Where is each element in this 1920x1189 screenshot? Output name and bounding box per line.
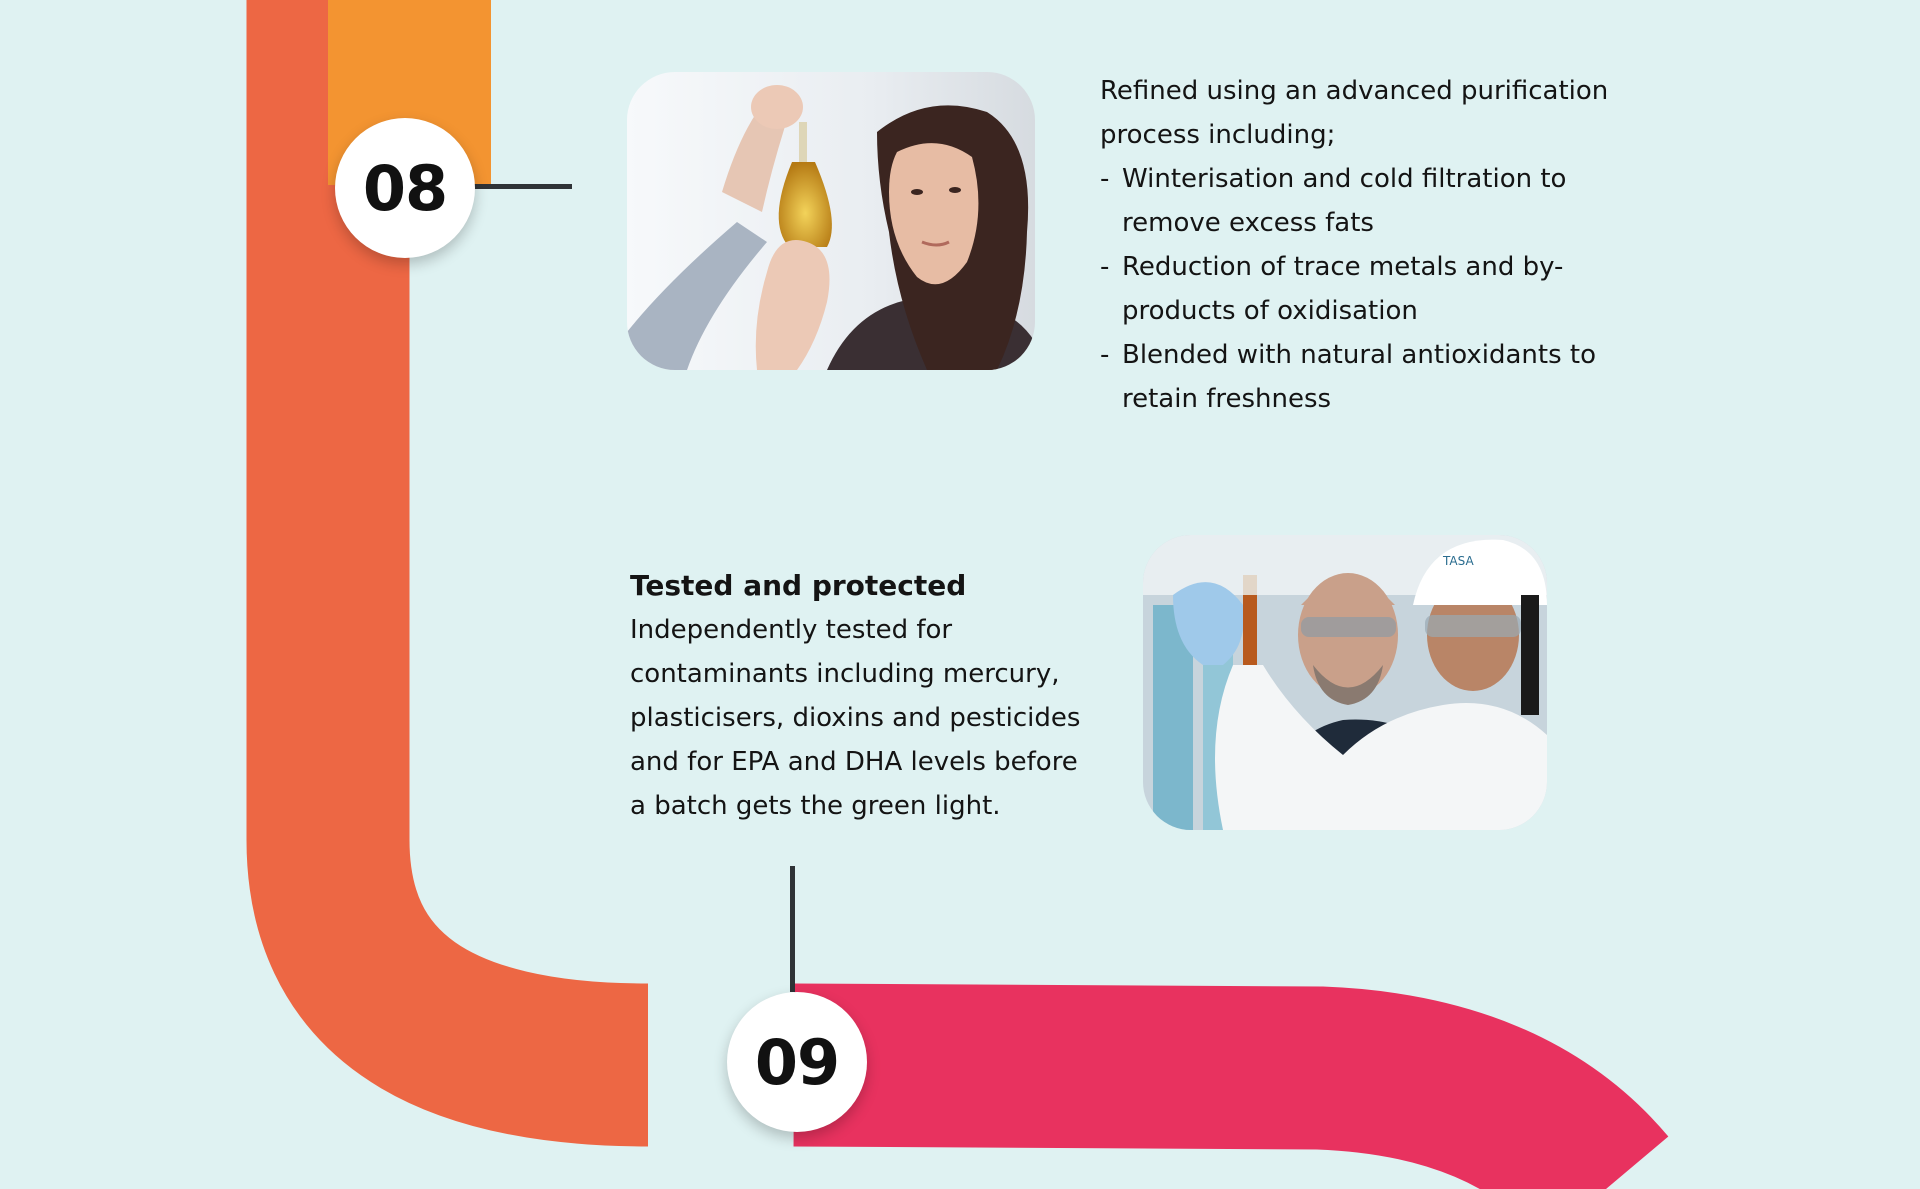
step-badge-08: 08 xyxy=(335,118,475,258)
step-08-description: Refined using an advanced purification p… xyxy=(1100,69,1640,421)
lab-workers-test-tube-photo-icon: TASA xyxy=(1143,535,1547,830)
connector-line-09 xyxy=(790,866,795,992)
step-badge-09: 09 xyxy=(727,992,867,1132)
step-09-heading: Tested and protected xyxy=(630,569,967,602)
scientist-flask-photo xyxy=(627,72,1035,370)
step-08-bullet-1: Winterisation and cold filtration to rem… xyxy=(1100,157,1640,245)
step-09-description: Tested and protected Independently teste… xyxy=(630,564,1090,828)
road-segment-coral xyxy=(246,0,649,1147)
step-08-intro: Refined using an advanced purification p… xyxy=(1100,76,1609,150)
connector-line-08 xyxy=(470,184,572,189)
lab-workers-photo: TASA xyxy=(1143,535,1547,830)
step-09-body: Independently tested for contaminants in… xyxy=(630,615,1081,821)
step-08-bullet-3: Blended with natural antioxidants to ret… xyxy=(1100,333,1640,421)
road-segment-pink xyxy=(793,983,1669,1189)
step-08-bullet-2: Reduction of trace metals and by-product… xyxy=(1100,245,1640,333)
helmet-logo-text: TASA xyxy=(1442,554,1474,568)
scientist-holding-flask-photo-icon xyxy=(627,72,1035,370)
